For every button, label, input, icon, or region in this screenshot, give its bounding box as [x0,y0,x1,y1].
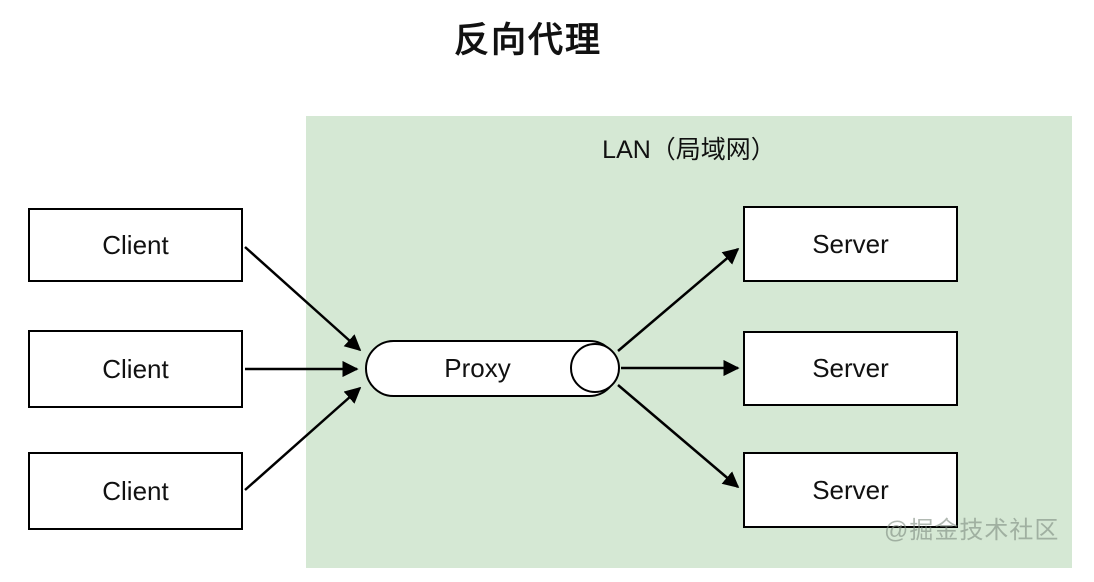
client-node-1: Client [28,208,243,282]
client-node-3-label: Client [102,475,169,506]
server-node-1-label: Server [812,228,889,259]
lan-label: LAN（局域网） [602,136,776,164]
client-node-2-label: Client [102,353,169,384]
client-node-1-label: Client [102,229,169,260]
server-node-1: Server [743,206,958,282]
diagram-title: 反向代理 [453,21,602,60]
server-node-3-label: Server [812,474,889,505]
server-node-2: Server [743,331,958,406]
client-node-3: Client [28,452,243,530]
server-node-2-label: Server [812,353,889,383]
proxy-end-circle [570,343,620,393]
proxy-node-label: Proxy [444,353,511,383]
watermark: @掘金技术社区 [884,517,1060,544]
client-node-2: Client [28,330,243,408]
server-node-3: Server [743,452,958,528]
